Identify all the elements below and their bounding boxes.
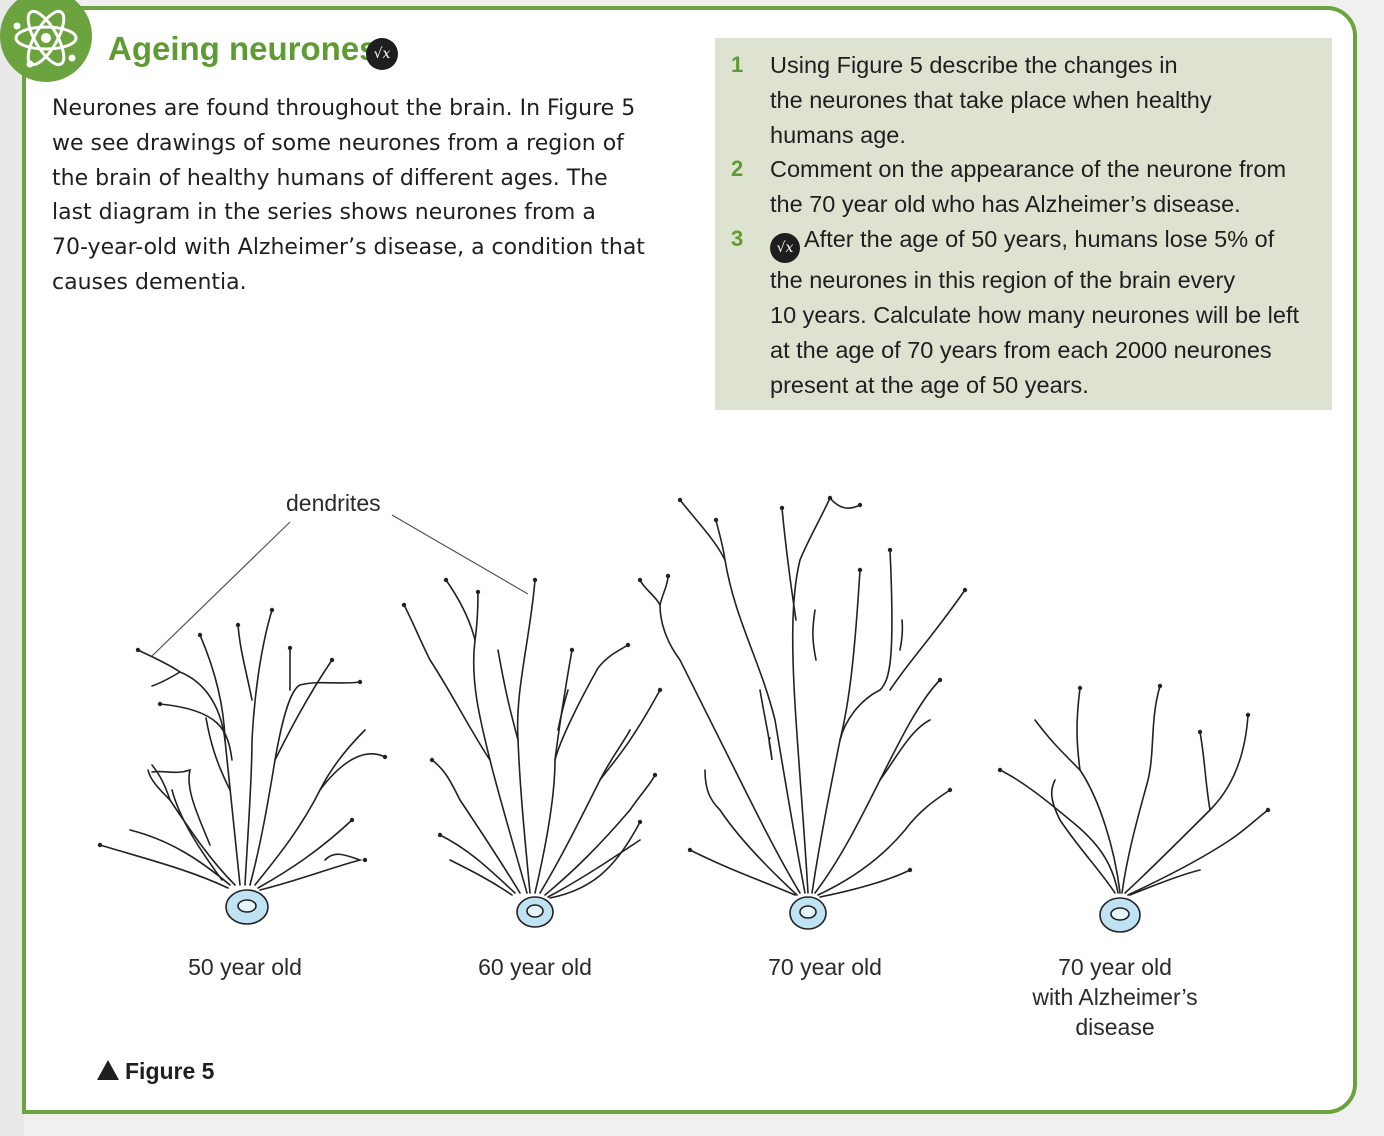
question-line: humans age. (770, 121, 906, 148)
question-number: 1 (731, 52, 744, 77)
neurone-60-year-old (401, 577, 663, 928)
question-line: the neurones in this region of the brain… (770, 267, 1236, 294)
page-margin (0, 0, 24, 1136)
question-line: at the age of 70 years from each 2000 ne… (770, 336, 1272, 363)
intro-line: the brain of healthy humans of different… (52, 165, 608, 191)
question-line: Using Figure 5 describe the changes in (770, 52, 1178, 78)
math-skill-badge: √x (366, 38, 398, 70)
intro-text: Neurones are found throughout the brain.… (52, 92, 692, 301)
caption-70-year-old-alzheimers: 70 year old with Alzheimer’s disease (1015, 952, 1215, 1042)
figure-label-text: Figure 5 (125, 1058, 215, 1084)
question-line: Comment on the appearance of the neurone… (770, 156, 1287, 182)
caption-line: 50 year old (188, 954, 302, 980)
atom-icon (0, 0, 92, 82)
question-line: the neurones that take place when health… (770, 86, 1212, 113)
caption-line: 70 year old (1058, 954, 1172, 980)
question-number: 3 (731, 226, 744, 251)
question-line: the 70 year old who has Alzheimer’s dise… (770, 190, 1241, 217)
box-title: Ageing neurones (108, 30, 378, 67)
caption-line: 70 year old (768, 954, 882, 980)
question-line-text: After the age of 50 years, humans lose 5… (804, 226, 1275, 252)
figure-label: Figure 5 (97, 1058, 214, 1085)
triangle-icon (97, 1060, 119, 1080)
caption-70-year-old: 70 year old (745, 952, 905, 982)
questions-panel: 1 Using Figure 5 describe the changes in… (715, 38, 1332, 410)
intro-line: 70-year-old with Alzheimer’s disease, a … (52, 235, 645, 261)
question-number: 2 (731, 156, 744, 181)
dendrites-leader-lines (151, 514, 529, 657)
math-skill-badge: √x (770, 233, 800, 264)
intro-line: we see drawings of some neurones from a … (52, 130, 624, 156)
caption-line: disease (1075, 1014, 1155, 1040)
caption-60-year-old: 60 year old (455, 952, 615, 982)
caption-50-year-old: 50 year old (165, 952, 325, 982)
intro-line: causes dementia. (52, 269, 247, 295)
intro-line: last diagram in the series shows neurone… (52, 200, 596, 226)
dendrites-label: dendrites (286, 490, 381, 516)
neurone-50-year-old (97, 607, 388, 925)
question-line: present at the age of 50 years. (770, 371, 1089, 398)
caption-line: 60 year old (478, 954, 592, 980)
caption-line: with Alzheimer’s (1032, 984, 1198, 1010)
neurone-70-year-old (637, 495, 968, 930)
intro-line: Neurones are found throughout the brain.… (52, 96, 636, 121)
neurone-70-year-old-alzheimers (997, 683, 1271, 933)
question-text: Using Figure 5 describe the changes in t… (770, 48, 1315, 152)
question-line: 10 years. Calculate how many neurones wi… (770, 302, 1300, 329)
question-text: Comment on the appearance of the neurone… (770, 152, 1315, 222)
